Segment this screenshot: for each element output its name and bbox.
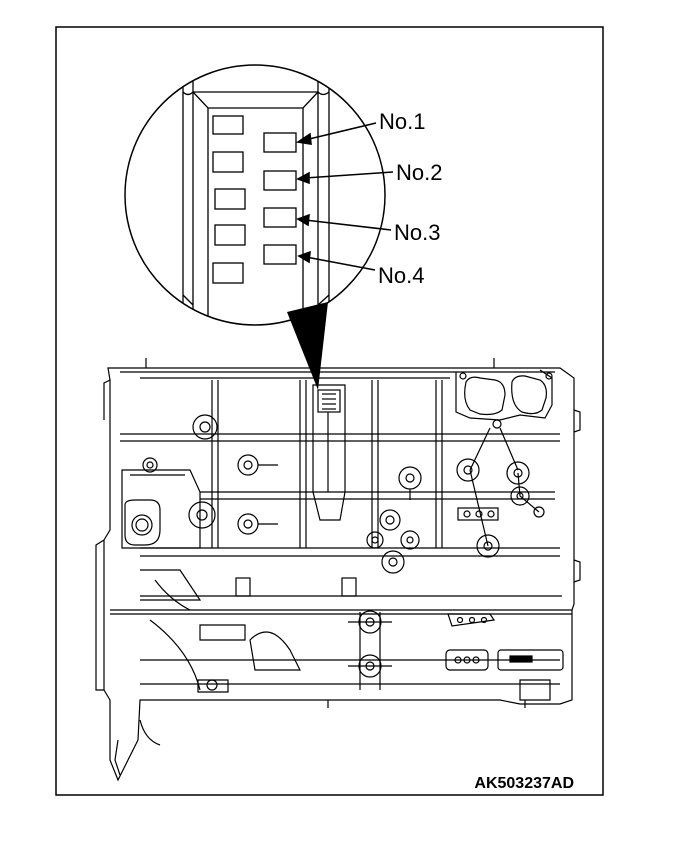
magnified-detail: No.1 No.2 No.3 No.4 — [124, 64, 442, 326]
detail-circle — [124, 64, 386, 326]
rank-box-1 — [263, 132, 297, 153]
rank-box-2 — [263, 170, 297, 191]
zoom-pointer — [287, 302, 328, 390]
callout-no3: No.3 — [394, 220, 440, 245]
figure-border — [55, 26, 604, 796]
rank-box-3 — [263, 207, 297, 228]
rank-box-4 — [263, 244, 297, 265]
callout-no4: No.4 — [378, 263, 424, 288]
engine-block — [95, 358, 581, 782]
callout-no2: No.2 — [396, 160, 442, 185]
figure-code: AK503237AD — [474, 775, 574, 792]
callout-no1: No.1 — [379, 109, 425, 134]
